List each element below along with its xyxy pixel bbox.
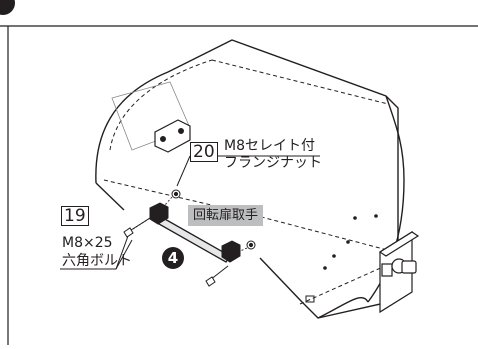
handle-label: 回転扉取手 <box>188 205 264 226</box>
leader-dashes <box>164 196 248 253</box>
corner-mark <box>305 295 315 303</box>
handle-bracket-left <box>149 202 169 225</box>
nut-left <box>171 189 181 199</box>
hidden-edges <box>103 59 396 305</box>
cover-outline <box>95 39 405 319</box>
hinge-dots <box>323 214 378 270</box>
part-19-line1: M8×25 <box>62 235 113 251</box>
side-rail <box>378 230 420 314</box>
bolt-right <box>205 265 229 287</box>
frame-lines <box>0 25 478 345</box>
part-19-line2: 六角ボルト <box>62 253 132 269</box>
handle-bracket-right <box>221 240 241 263</box>
inner-bracket <box>154 119 191 153</box>
part-number-20: 20 <box>190 142 218 162</box>
part-20-line2: フランジナット <box>224 155 322 171</box>
part-number-19: 19 <box>61 206 89 226</box>
part-20-line1: M8セレイト付 <box>224 138 315 154</box>
step-number-badge: 4 <box>162 247 184 269</box>
bolt-left <box>123 217 151 238</box>
previous-step-circle <box>0 0 15 15</box>
nut-right <box>246 240 256 250</box>
